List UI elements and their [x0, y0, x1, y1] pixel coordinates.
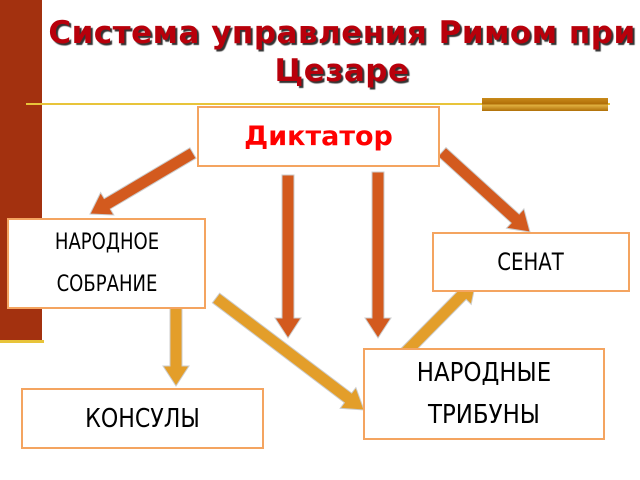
node-assembly-label: НАРОДНОЕ СОБРАНИЕ: [54, 229, 159, 297]
arrow-dictator-to-tribunes: [274, 174, 302, 339]
arrow-dictator-to-assembly: [89, 147, 197, 216]
arrow-dictator-to-tribunes: [364, 171, 392, 339]
arrow-dictator-to-senate: [437, 146, 531, 233]
node-tribunes: НАРОДНЫЕ ТРИБУНЫ: [363, 348, 605, 440]
node-dictator: Диктатор: [197, 106, 440, 167]
node-tribunes-label: НАРОДНЫЕ ТРИБУНЫ: [416, 358, 552, 430]
slide-title: Система управления Римом при Цезаре: [48, 15, 636, 89]
node-senate: СЕНАТ: [432, 232, 630, 292]
node-senate-label: СЕНАТ: [497, 248, 565, 276]
node-dictator-label: Диктатор: [244, 121, 393, 152]
decorative-side-bar-edge: [0, 340, 44, 343]
decorative-bar: [482, 98, 608, 111]
arrow-assembly-to-consuls: [162, 307, 190, 387]
node-assembly: НАРОДНОЕ СОБРАНИЕ: [7, 218, 206, 309]
title-divider: [26, 103, 610, 105]
node-consuls-label: КОНСУЛЫ: [85, 403, 200, 434]
arrow-assembly-to-tribunes: [211, 292, 365, 411]
node-consuls: КОНСУЛЫ: [21, 388, 264, 449]
